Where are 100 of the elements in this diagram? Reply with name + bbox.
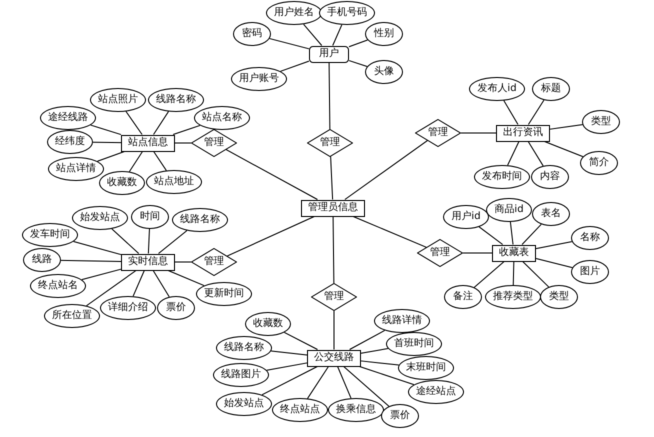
entity-box: 公交线路 [307,350,361,366]
connector-line [536,258,573,268]
connector-line [478,226,504,245]
attribute-ellipse: 始发站点 [216,392,272,416]
connector-line [522,224,542,245]
connector-line [528,100,544,125]
attribute-ellipse: 简介 [580,151,618,175]
attribute-ellipse: 用户id [443,205,489,229]
relationship-diamond: 管理 [311,283,357,311]
connector-line [360,348,389,354]
entity-box: 站点信息 [121,134,175,152]
connector-line [303,24,322,46]
attribute-ellipse: 线路名称 [148,88,204,112]
attribute-ellipse: 类型 [582,110,620,134]
connector-line [60,260,122,262]
connector-line [503,100,518,125]
attribute-ellipse: 途经线路 [40,106,96,130]
connector-line [460,132,496,134]
attribute-ellipse: 手机号码 [319,1,375,25]
attribute-ellipse: 发车时间 [22,223,78,247]
connector-line [550,124,583,130]
attribute-ellipse: 内容 [531,165,569,189]
connector-line [270,350,308,356]
connector-line [544,141,584,158]
connector-line [307,366,329,399]
attribute-ellipse: 站点照片 [90,88,146,112]
attribute-ellipse: 推荐类型 [485,285,541,309]
attribute-ellipse: 经纬度 [47,130,93,154]
connector-line [153,151,167,171]
attribute-ellipse: 发布人id [469,77,525,101]
connector-line [153,111,169,135]
attribute-ellipse: 终点站名 [30,274,86,298]
attribute-ellipse: 站点名称 [194,106,250,130]
attribute-ellipse: 头像 [365,60,403,84]
connector-line [73,241,122,256]
connector-line [126,111,143,135]
entity-box: 管理员信息 [301,200,365,216]
relationship-diamond: 管理 [415,119,461,147]
connector-line [174,142,192,144]
connector-line [462,252,492,254]
attribute-ellipse: 收藏数 [99,171,145,195]
attribute-ellipse: 更新时间 [196,282,252,306]
connector-line [168,270,205,286]
attribute-ellipse: 站点详情 [48,157,104,181]
attribute-ellipse: 站点地址 [146,170,202,194]
entity-box: 出行资讯 [496,124,550,142]
attribute-ellipse: 商品id [486,198,532,222]
connector-line [522,261,550,288]
connector-line [284,332,318,350]
connector-line [86,270,137,306]
connector-line [81,268,122,280]
attribute-ellipse: 类型 [540,285,578,309]
attribute-ellipse: 用户账号 [231,67,287,91]
connector-line [507,141,520,166]
connector-line [262,366,318,396]
connector-line [96,151,125,162]
attribute-ellipse: 时间 [131,205,169,229]
attribute-ellipse: 标题 [532,77,570,101]
connector-line [90,124,122,136]
connector-line [92,142,122,144]
connector-line [359,366,414,386]
attribute-ellipse: 详细介绍 [100,296,156,320]
attribute-ellipse: 线路详情 [374,309,430,333]
connector-line [330,156,334,200]
attribute-ellipse: 密码 [233,22,271,46]
connector-line [152,270,170,298]
connector-line [337,366,352,399]
entity-box: 收藏表 [492,244,536,262]
relationship-diamond: 管理 [417,239,463,267]
connector-line [348,40,368,48]
attribute-ellipse: 线路图片 [213,363,269,387]
attribute-ellipse: 末班时间 [398,356,454,380]
attribute-ellipse: 表名 [532,202,570,226]
attribute-ellipse: 图片 [571,260,609,284]
attribute-ellipse: 线路 [23,248,61,272]
connector-line [172,124,200,135]
entity-box: 用户 [309,46,349,62]
connector-line [360,360,400,366]
connector-line [158,230,188,254]
connector-line [269,38,310,50]
attribute-ellipse: 首班时间 [386,332,442,356]
attribute-ellipse: 用户姓名 [266,1,322,25]
attribute-ellipse: 名称 [571,226,609,250]
connector-line [343,366,390,407]
attribute-ellipse: 始发站点 [72,206,128,230]
attribute-ellipse: 途经站点 [408,380,464,404]
connector-line [328,62,330,130]
connector-line [348,60,368,67]
connector-line [528,141,544,166]
connector-line [512,261,514,286]
attribute-ellipse: 换乘信息 [328,398,384,422]
connector-line [332,24,342,46]
connector-line [510,221,514,245]
connector-line [132,270,145,297]
attribute-ellipse: 票价 [157,296,195,320]
attribute-ellipse: 性别 [365,22,403,46]
connector-line [111,228,140,254]
connector-line [280,60,310,72]
relationship-diamond: 管理 [191,129,237,157]
attribute-ellipse: 票价 [381,404,419,428]
